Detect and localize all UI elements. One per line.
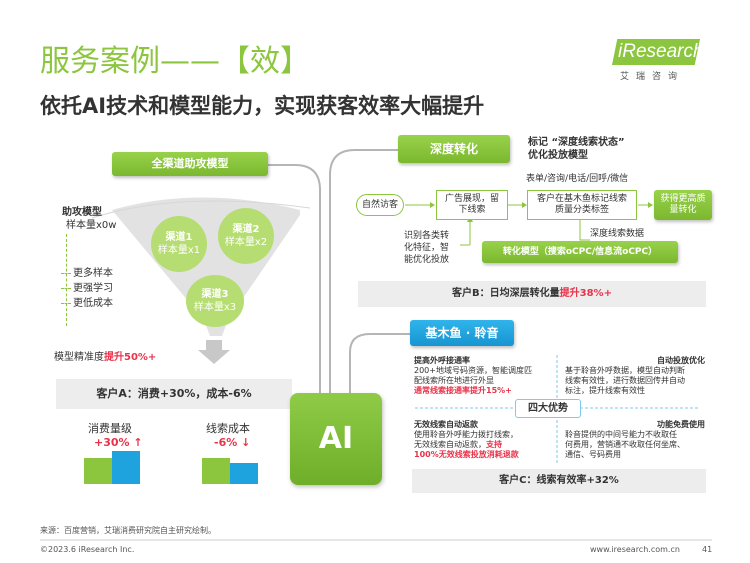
- metric-consumption-value: +30% ↑: [94, 436, 143, 449]
- deep-lead-mark-title: 标记 “深度线索状态” 优化投放模型: [528, 137, 625, 161]
- model-precision-value: 提升50%+: [104, 352, 157, 363]
- assist-model-label: 助攻模型: [62, 207, 102, 218]
- channel-1-circle: 渠道1 样本量x1: [151, 216, 207, 272]
- assist-model-sample: 样本量x0w: [66, 220, 117, 231]
- four-advantages-label: 四大优势: [515, 399, 581, 418]
- channel-3-circle: 渠道3 样本量x3: [186, 275, 244, 327]
- page-number: 41: [702, 545, 713, 554]
- ai-core-block: AI: [290, 393, 382, 485]
- customer-b-value: 提升38%+: [559, 288, 612, 299]
- channel-3-name: 渠道3: [201, 289, 229, 300]
- advantage-call-rate-highlight: 通常线索接通率提升15%+: [414, 386, 512, 395]
- advantage-free-use-body: 聆音提供的中间号能力不收取任 何费用，营销通不收取任何坐席、 通信、号码费用: [565, 430, 685, 459]
- identify-features-text: 识别各类转 化特征，智 能优化投放: [404, 231, 450, 265]
- advantage-refund-body-line: 使用聆音外呼能力拨打线索， 无效线索自动返款，支持: [414, 430, 554, 450]
- advantage-call-rate-title: 提高外呼接通率: [414, 356, 470, 365]
- channel-2-name: 渠道2: [232, 224, 260, 235]
- flow-lead-tagging: 客户在基木鱼标记线索 质量分类标签: [527, 190, 637, 220]
- advantage-refund: 无效线索自动返款 使用聆音外呼能力拨打线索， 无效线索自动返款，支持 100%无…: [414, 420, 554, 460]
- deep-conversion-pill: 深度转化: [398, 135, 510, 163]
- page-title: 服务案例——【效】: [40, 44, 310, 79]
- copyright: ©2023.6 iResearch Inc.: [40, 545, 135, 554]
- advantage-free-use: 功能免费使用 聆音提供的中间号能力不收取任 何费用，营销通不收取任何坐席、 通信…: [565, 420, 705, 460]
- metric-lead-cost-value: -6% ↓: [214, 436, 251, 449]
- conversion-model-pill: 转化模型（搜索oCPC/信息流oCPC）: [482, 241, 678, 263]
- benefit-item: 更低成本: [61, 296, 113, 311]
- advantage-refund-highlight-b: 100%无效线索投放消耗退款: [414, 450, 519, 459]
- model-precision: 模型精准度提升50%+: [54, 348, 156, 363]
- all-channel-model-pill: 全渠道助攻模型: [112, 152, 268, 176]
- customer-b-label: 客户B：日均深层转化量: [452, 288, 560, 299]
- benefit-item: 更强学习: [61, 281, 113, 296]
- flow-ad-display: 广告展现，留 下线索: [436, 190, 508, 220]
- source-note: 来源：百度营销，艾瑞消费研究院自主研究绘制。: [40, 526, 216, 535]
- channel-3-sample: 样本量x3: [193, 302, 237, 313]
- website-link[interactable]: www.iresearch.com.cn: [590, 545, 680, 554]
- iresearch-logo: iResearch 艾瑞咨询: [602, 37, 712, 85]
- channel-1-sample: 样本量x1: [157, 245, 201, 256]
- benefit-item: 更多样本: [61, 266, 113, 281]
- advantage-auto-optimize-title: 自动投放优化: [657, 356, 705, 365]
- advantage-auto-optimize: 自动投放优化 基于聆音外呼数据，模型自动判断 线索有效性，进行数据回传并自动 标…: [565, 356, 705, 396]
- advantage-call-rate-body: 200+地域号码资源，智能调度匹 配线索所在地进行外显: [414, 366, 532, 385]
- customer-a-result: 客户A：消费+30%，成本-6%: [56, 379, 292, 409]
- metric-consumption-label: 消费量级: [88, 422, 132, 435]
- metric-lead-cost-label: 线索成本: [206, 422, 250, 435]
- advantage-auto-optimize-body: 基于聆音外呼数据，模型自动判断 线索有效性，进行数据回传并自动 标注，提升线索有…: [565, 366, 685, 395]
- logo-chinese: 艾瑞咨询: [620, 72, 685, 82]
- advantage-refund-highlight-a: 支持: [486, 440, 502, 449]
- advantage-refund-title: 无效线索自动返款: [414, 420, 478, 429]
- logo-wordmark: iResearch: [612, 39, 700, 65]
- deep-lead-data-label: 深度线索数据: [590, 229, 645, 239]
- jimuyu-lingyin-pill: 基木鱼 · 聆音: [410, 320, 514, 346]
- advantage-call-rate: 提高外呼接通率 200+地域号码资源，智能调度匹 配线索所在地进行外显 通常线索…: [414, 356, 554, 396]
- page-subtitle: 依托AI技术和模型能力，实现获客效率大幅提升: [40, 94, 485, 118]
- flow-natural-visitor: 自然访客: [356, 194, 404, 216]
- advantage-free-use-title: 功能免费使用: [657, 420, 705, 429]
- lead-channels-text: 表单/咨询/电话/回呼/微信: [526, 174, 629, 184]
- channel-2-sample: 样本量x2: [224, 237, 268, 248]
- customer-b-result: 客户B：日均深层转化量提升38%+: [358, 281, 706, 307]
- customer-c-result: 客户C：线索有效率+32%: [412, 469, 706, 493]
- channel-2-circle: 渠道2 样本量x2: [218, 208, 274, 264]
- down-arrow-icon: [198, 340, 230, 364]
- flow-higher-quality: 获得更高质 量转化: [654, 190, 712, 220]
- benefit-list: 更多样本 更强学习 更低成本: [61, 234, 113, 326]
- channel-1-name: 渠道1: [165, 232, 193, 243]
- advantage-refund-body: 使用聆音外呼能力拨打线索， 无效线索自动返款，: [414, 430, 518, 449]
- model-precision-label: 模型精准度: [54, 352, 104, 363]
